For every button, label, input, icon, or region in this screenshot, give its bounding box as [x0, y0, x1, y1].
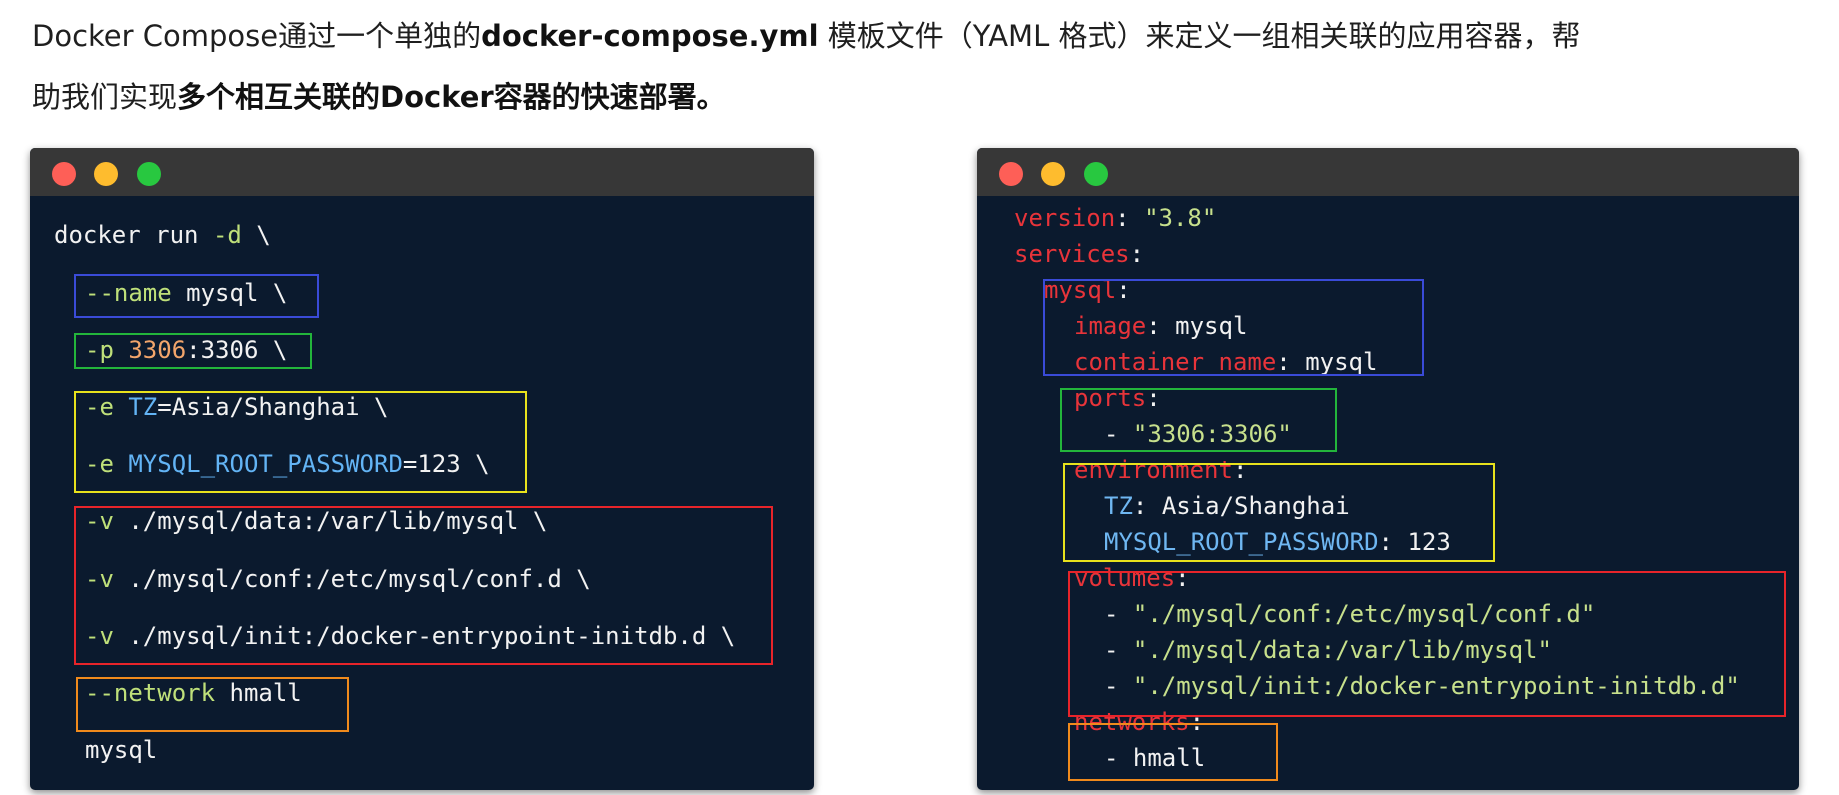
service-highlight-box — [1043, 279, 1424, 376]
intro-text: Docker Compose通过一个单独的 — [32, 19, 482, 53]
window-titlebar — [977, 148, 1799, 196]
volumes-highlight-box — [1068, 571, 1786, 717]
name-highlight-box — [74, 274, 319, 318]
intro-filename: docker-compose.yml — [481, 19, 819, 53]
yaml-line: services: — [1014, 240, 1145, 268]
maximize-dot-icon — [137, 162, 161, 186]
code-line: --network hmall — [85, 679, 302, 707]
yaml-line: volumes: — [1074, 564, 1190, 592]
yaml-line: - "./mysql/conf:/etc/mysql/conf.d" — [1104, 600, 1596, 628]
compose-yaml-window: version: "3.8" services: mysql: image: m… — [977, 148, 1799, 790]
networks-highlight-box — [1068, 723, 1278, 781]
docker-run-window: docker run -d \ --name mysql \ -p 3306:3… — [30, 148, 814, 790]
minimize-dot-icon — [1041, 162, 1065, 186]
yaml-line: TZ: Asia/Shanghai — [1104, 492, 1350, 520]
maximize-dot-icon — [1084, 162, 1108, 186]
code-line: -e TZ=Asia/Shanghai \ — [85, 393, 389, 421]
port-highlight-box — [74, 333, 312, 369]
code-line: -v ./mysql/init:/docker-entrypoint-initd… — [85, 622, 736, 650]
close-dot-icon — [999, 162, 1023, 186]
yaml-line: - "./mysql/data:/var/lib/mysql" — [1104, 636, 1552, 664]
network-highlight-box — [76, 677, 349, 732]
code-line: -p 3306:3306 \ — [85, 336, 288, 364]
yaml-line: - hmall — [1104, 744, 1206, 772]
yaml-line: environment: — [1074, 456, 1248, 484]
yaml-line: MYSQL_ROOT_PASSWORD: 123 — [1104, 528, 1451, 556]
yaml-line: - "./mysql/init:/docker-entrypoint-initd… — [1104, 672, 1740, 700]
volume-highlight-box — [74, 506, 773, 665]
code-line: mysql — [85, 736, 158, 764]
docker-run-code: docker run -d \ --name mysql \ -p 3306:3… — [54, 218, 735, 764]
code-line: -v ./mysql/data:/var/lib/mysql \ — [85, 507, 548, 535]
yaml-line: - "3306:3306" — [1104, 420, 1292, 448]
yaml-line: container_name: mysql — [1074, 348, 1378, 376]
close-dot-icon — [52, 162, 76, 186]
env-highlight-box — [74, 391, 527, 493]
intro-text: 模板文件（YAML 格式）来定义一组相关联的应用容器，帮 — [818, 19, 1581, 53]
minimize-dot-icon — [94, 162, 118, 186]
environment-highlight-box — [1063, 463, 1495, 562]
ports-highlight-box — [1060, 388, 1337, 452]
intro-text: 助我们实现 — [32, 80, 178, 114]
window-titlebar — [30, 148, 814, 196]
intro-paragraph: Docker Compose通过一个单独的docker-compose.yml … — [32, 6, 1792, 128]
code-line: docker run -d \ — [54, 221, 271, 249]
compose-yaml-code: version: "3.8" services: mysql: image: m… — [1014, 201, 1740, 772]
yaml-line: image: mysql — [1074, 312, 1248, 340]
code-line: -v ./mysql/conf:/etc/mysql/conf.d \ — [85, 565, 591, 593]
code-line: --name mysql \ — [85, 279, 288, 307]
yaml-line: version: "3.8" — [1014, 204, 1217, 232]
code-line: -e MYSQL_ROOT_PASSWORD=123 \ — [85, 450, 490, 478]
intro-emphasis: 多个相互关联的Docker容器的快速部署。 — [177, 80, 726, 114]
